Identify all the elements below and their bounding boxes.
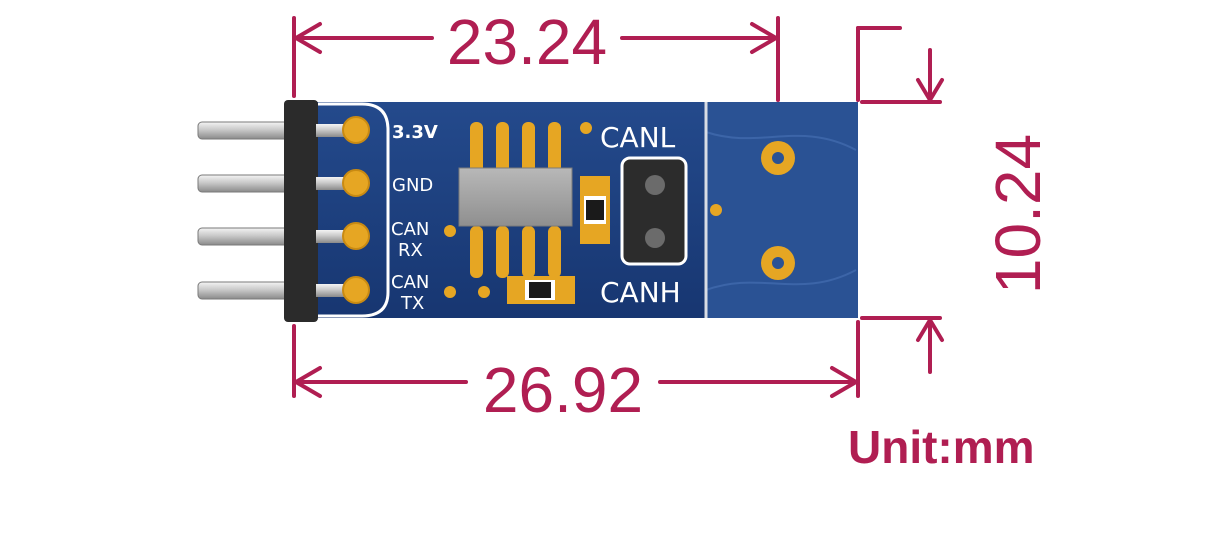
- header-pin: [197, 227, 291, 246]
- pin-pad: [342, 222, 370, 250]
- header-pads: [342, 116, 370, 304]
- pin-labels: 3.3V GND CAN RX CAN TX: [391, 122, 438, 314]
- top-dimension-value: 23.24: [447, 6, 607, 78]
- pin-pad: [342, 276, 370, 304]
- unit-label: Unit:mm: [848, 421, 1035, 473]
- pin-label-can-tx-line1: CAN: [391, 272, 429, 293]
- height-dimension-value: 10.24: [982, 134, 1054, 294]
- smd-component-vertical: [580, 176, 610, 244]
- header-pin: [197, 281, 291, 300]
- pcb-connector-area: [706, 102, 858, 318]
- mounting-pads: [761, 141, 795, 280]
- vias: [444, 122, 722, 298]
- pin-label-can-tx-line2: TX: [400, 293, 424, 314]
- can-jumper-footprint: [620, 156, 688, 266]
- smd-component-horizontal: [507, 276, 575, 304]
- canl-label: CANL: [600, 121, 676, 154]
- pcb-board: [298, 102, 858, 318]
- ic-footprint-pads: [470, 122, 561, 278]
- pin-pad: [342, 116, 370, 144]
- dimension-lines: [292, 16, 944, 398]
- transceiver-chip: [458, 167, 573, 227]
- pin-label-3v3: 3.3V: [392, 122, 438, 143]
- header-pin: [197, 121, 291, 140]
- header-pin: [197, 174, 291, 193]
- pin-pad: [342, 169, 370, 197]
- silkscreen-outline: [318, 102, 390, 318]
- pin-label-can-rx-line2: RX: [398, 240, 423, 261]
- header-pins: [197, 121, 291, 300]
- canh-label: CANH: [600, 276, 681, 309]
- pin-label-gnd: GND: [392, 175, 433, 196]
- bottom-dimension-value: 26.92: [483, 354, 643, 426]
- pin-label-can-rx-line1: CAN: [391, 219, 429, 240]
- header-plastic: [284, 100, 318, 322]
